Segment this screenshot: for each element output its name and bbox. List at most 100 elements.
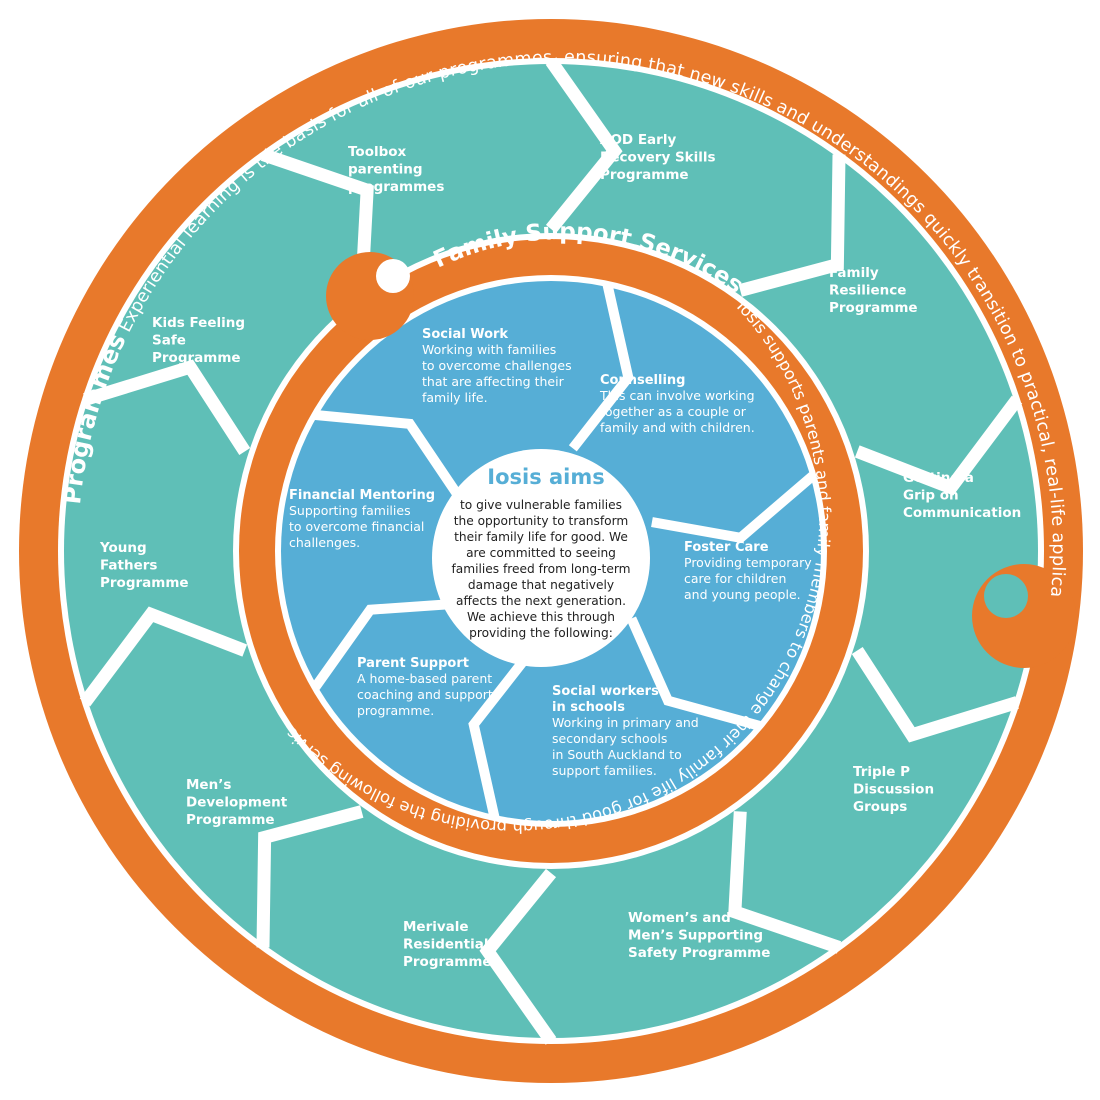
service-description: Supporting families [289, 503, 411, 518]
service-divider [311, 598, 461, 690]
aims-line: damage that negatively [468, 578, 614, 592]
aims-line: providing the following: [469, 626, 613, 640]
programme-divider [479, 868, 557, 1045]
aims-line: their family life for good. We [454, 530, 628, 544]
service-description: programme. [357, 703, 434, 718]
service-title: Social Work [422, 327, 508, 342]
programme-label: Women’s and [628, 910, 731, 926]
programme-label: Safe [152, 333, 186, 349]
programme-label: Kids Feeling [152, 315, 245, 331]
service-divider [468, 650, 534, 819]
service-divider [568, 283, 634, 452]
service-description: together as a couple or [600, 404, 747, 419]
outer-hook-hole [984, 574, 1028, 618]
service-description: challenges. [289, 535, 360, 550]
service-title: in schools [552, 700, 625, 715]
programme-divider [83, 359, 251, 456]
service-description: family life. [422, 390, 488, 405]
programme-label: Programme [600, 167, 689, 183]
programme-label: Young [99, 540, 147, 556]
inner-hook-hole [376, 259, 410, 293]
service-description: coaching and support [357, 687, 493, 702]
service-description: support families. [552, 763, 657, 778]
service-description: to overcome financial [289, 519, 424, 534]
service-description: family and with children. [600, 420, 755, 435]
service-description: in South Auckland to [552, 747, 682, 762]
aims-line: We achieve this through [467, 610, 615, 624]
programme-label: Groups [853, 799, 907, 815]
service-divider [626, 616, 761, 731]
service-divider [651, 472, 816, 544]
programme-label: Triple P [853, 764, 910, 780]
service-title: Counselling [600, 373, 685, 388]
programme-label: Communication [903, 505, 1021, 521]
service-description: secondary schools [552, 731, 667, 746]
aims-line: families freed from long-term [451, 562, 630, 576]
aims-line: to give vulnerable families [460, 498, 622, 512]
programme-label: Grip on [903, 488, 959, 504]
service-description: to overcome challenges [422, 358, 572, 373]
aims-circle [432, 449, 650, 667]
service-dividers [311, 283, 816, 819]
programme-divider [545, 57, 623, 234]
programme-label: Development [186, 795, 288, 811]
service-divider [314, 410, 465, 502]
programme-label: Resilience [829, 283, 906, 299]
programme-divider [738, 154, 846, 297]
programme-label: Residential [403, 937, 488, 953]
aims-line: are committed to seeing [466, 546, 616, 560]
programme-label: Toolbox [348, 144, 407, 160]
service-description: Working with families [422, 342, 556, 357]
programme-label: Programme [152, 350, 241, 366]
service-description: that are affecting their [422, 374, 565, 389]
programme-label: Getting a [903, 470, 974, 486]
service-title: Financial Mentoring [289, 488, 435, 503]
programme-divider [256, 805, 364, 948]
programme-label: Programme [403, 954, 492, 970]
service-title: Foster Care [684, 540, 769, 555]
service-description: Providing temporary [684, 555, 812, 570]
programme-label: Recovery Skills [600, 150, 716, 166]
aims-line: affects the next generation. [456, 594, 626, 608]
programme-label: Family [829, 265, 879, 281]
service-title: Social workers [552, 684, 659, 699]
service-title: Parent Support [357, 656, 469, 671]
aims-line: the opportunity to transform [454, 514, 629, 528]
service-description: and young people. [684, 587, 801, 602]
programme-label: Discussion [853, 782, 934, 798]
programme-label: programmes [348, 179, 444, 195]
service-description: This can involve working [599, 388, 755, 403]
programme-label: Programme [186, 812, 275, 828]
aims-text: to give vulnerable families the opportuni… [451, 498, 630, 640]
service-description: Working in primary and [552, 715, 699, 730]
service-description: A home-based parent [357, 671, 492, 686]
programme-label: Programme [100, 575, 189, 591]
programme-divider [851, 646, 1019, 743]
programme-label: AOD Early [600, 132, 676, 148]
programme-label: Men’s Supporting [628, 928, 763, 944]
aims-title: Iosis aims [487, 465, 605, 489]
programme-label: Safety Programme [628, 945, 770, 961]
programme-label: Programme [829, 300, 918, 316]
programme-label: Men’s [186, 777, 231, 793]
